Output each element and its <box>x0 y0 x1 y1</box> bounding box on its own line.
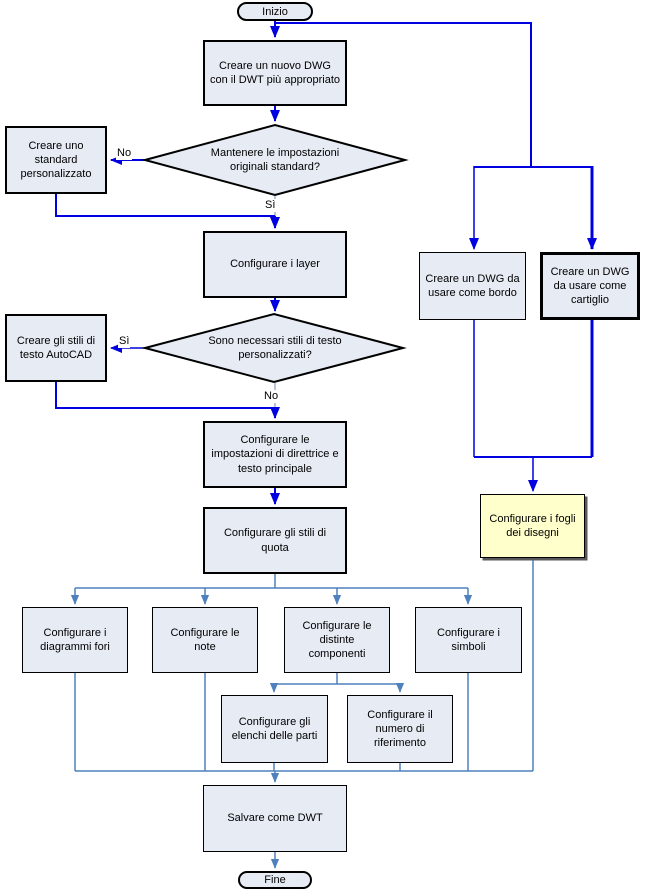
node-configure-leader-text: Configurare le impostazioni di direttric… <box>203 421 347 488</box>
node-configure-boms: Configurare le distinte componenti <box>284 607 390 673</box>
edge-label-si-2: Sì <box>118 335 131 349</box>
node-configure-parts-lists: Configurare gli elenchi delle parti <box>221 695 328 763</box>
node-create-custom-standard: Creare uno standard personalizzato <box>5 126 107 194</box>
decision-keep-standard-label: Mantenere le impostazioni originali stan… <box>210 147 340 174</box>
node-create-new-dwg: Creare un nuovo DWG con il DWT più appro… <box>203 40 347 106</box>
decision-text-styles-shape <box>141 312 407 384</box>
node-create-titleblock-dwg: Creare un DWG da usare come cartiglio <box>540 252 640 320</box>
decision-text-styles-label: Sono necessari stili di testo personaliz… <box>208 335 342 362</box>
node-configure-symbols: Configurare i simboli <box>415 607 522 673</box>
node-configure-notes: Configurare le note <box>152 607 258 673</box>
node-create-border-dwg: Creare un DWG da usare come bordo <box>419 252 526 320</box>
node-configure-layers: Configurare i layer <box>203 231 347 298</box>
node-configure-balloons: Configurare il numero di riferimento <box>347 695 453 763</box>
node-configure-sheets: Configurare i fogli dei disegni <box>480 494 585 558</box>
edge-label-no-2: No <box>263 390 280 404</box>
edge-label-no-1: No <box>116 147 133 161</box>
node-configure-dim-styles: Configurare gli stili di quota <box>203 507 347 574</box>
node-configure-hole-charts: Configurare i diagrammi fori <box>22 607 128 673</box>
decision-keep-standard-shape <box>141 123 409 197</box>
edge-label-si-1: Sì <box>264 199 277 213</box>
node-create-text-styles: Creare gli stili di testo AutoCAD <box>5 314 107 382</box>
end-terminator: Fine <box>238 871 312 889</box>
node-save-dwt: Salvare come DWT <box>203 785 347 852</box>
start-terminator: Inizio <box>237 2 313 21</box>
